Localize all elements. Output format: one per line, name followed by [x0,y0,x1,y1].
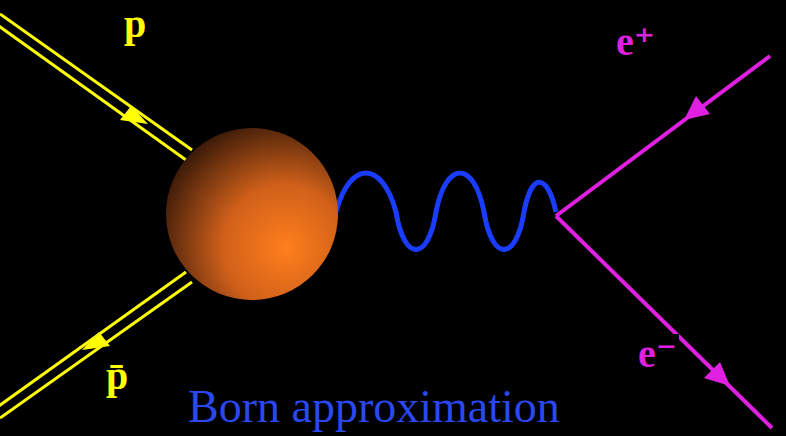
form-factor-blob [166,128,338,300]
lepton-lines [556,56,772,428]
photon-line [336,173,556,250]
particle-label: e⁻ [636,334,679,374]
arrowhead [704,362,730,386]
arrowhead [120,106,148,124]
caption-label: Born approximation [186,384,562,430]
particle-label: p̄ [104,356,130,396]
arrowhead [82,332,110,350]
arrowhead [684,96,710,120]
particle-label: p [122,4,148,44]
particle-label: e⁺ [614,22,657,62]
antiproton-line [0,272,192,418]
proton-line [0,14,192,160]
